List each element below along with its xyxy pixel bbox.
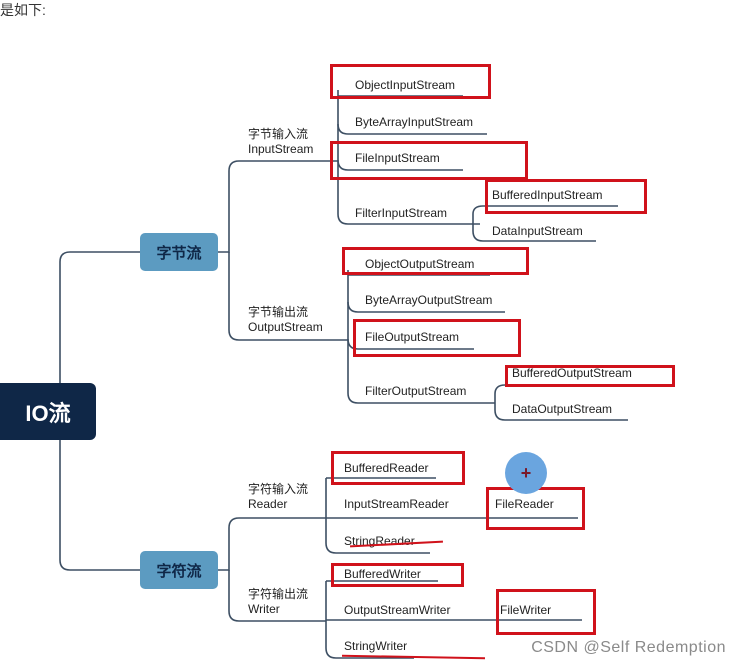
highlight-object-input-stream bbox=[330, 64, 491, 99]
leaf-buffered-writer[interactable]: BufferedWriter bbox=[344, 567, 421, 581]
connector-root-byte bbox=[59, 251, 140, 383]
highlight-object-output-stream bbox=[342, 247, 529, 275]
plus-icon: + bbox=[520, 462, 532, 483]
leaf-string-writer[interactable]: StringWriter bbox=[344, 639, 408, 653]
highlight-buffered-writer bbox=[331, 563, 464, 587]
connector-reader-spine bbox=[325, 478, 430, 554]
leaf-file-writer[interactable]: FileWriter bbox=[500, 603, 552, 617]
highlight-buffered-output-stream bbox=[505, 365, 675, 387]
leaf-object-output-stream[interactable]: ObjectOutputStream bbox=[365, 257, 475, 271]
connector-char-reader bbox=[218, 517, 326, 571]
byte-output-stream-node[interactable]: 字节输出流 OutputStream bbox=[248, 305, 323, 335]
char-reader-cn-label: 字符输入流 bbox=[248, 482, 309, 496]
leaf-byte-array-output-stream[interactable]: ByteArrayOutputStream bbox=[365, 293, 493, 307]
leaf-filter-input-stream[interactable]: FilterInputStream bbox=[355, 206, 448, 220]
highlight-file-reader bbox=[486, 487, 585, 530]
connector-filter-output-children bbox=[494, 403, 628, 421]
connector-root-char bbox=[59, 440, 140, 571]
byte-output-cn-label: 字节输出流 bbox=[248, 305, 309, 319]
highlight-buffered-input-stream bbox=[485, 179, 647, 214]
char-writer-node[interactable]: 字符输出流 Writer bbox=[248, 587, 308, 617]
char-writer-en-label: Writer bbox=[248, 602, 280, 616]
byte-input-cn-label: 字节输入流 bbox=[248, 127, 309, 141]
byte-output-en-label: OutputStream bbox=[248, 320, 323, 334]
char-stream-label: 字符流 bbox=[156, 562, 202, 580]
leaf-output-stream-writer[interactable]: OutputStreamWriter bbox=[344, 603, 451, 617]
char-reader-node[interactable]: 字符输入流 Reader bbox=[248, 482, 308, 512]
leaf-filter-output-stream[interactable]: FilterOutputStream bbox=[365, 384, 467, 398]
highlight-file-output-stream bbox=[353, 319, 521, 357]
leaf-buffered-input-stream[interactable]: BufferedInputStream bbox=[492, 188, 603, 202]
connector-byte-output bbox=[228, 252, 348, 341]
connector-char-writer bbox=[228, 570, 326, 622]
leaf-byte-array-input-stream[interactable]: ByteArrayInputStream bbox=[355, 115, 474, 129]
leaf-buffered-output-stream[interactable]: BufferedOutputStream bbox=[512, 366, 632, 380]
leaf-data-input-stream[interactable]: DataInputStream bbox=[492, 224, 583, 238]
leaf-buffered-reader[interactable]: BufferedReader bbox=[344, 461, 429, 475]
char-writer-cn-label: 字符输出流 bbox=[248, 587, 309, 601]
highlight-file-writer bbox=[496, 589, 596, 635]
connector-input-spine bbox=[337, 90, 480, 225]
leaf-data-output-stream[interactable]: DataOutputStream bbox=[512, 402, 613, 416]
connector-writer-spine bbox=[325, 581, 414, 659]
connector-filter-input-children bbox=[472, 224, 596, 242]
byte-input-stream-node[interactable]: 字节输入流 InputStream bbox=[248, 127, 313, 157]
byte-input-en-label: InputStream bbox=[248, 142, 314, 156]
intro-text: 是如下: bbox=[0, 2, 46, 18]
add-node-button[interactable]: + bbox=[505, 452, 547, 494]
connector-output-spine bbox=[347, 270, 495, 404]
leaf-input-stream-reader[interactable]: InputStreamReader bbox=[344, 497, 449, 511]
byte-stream-node[interactable]: 字节流 bbox=[140, 233, 218, 271]
connector-byte-input bbox=[218, 160, 338, 253]
byte-stream-label: 字节流 bbox=[156, 244, 202, 262]
char-stream-node[interactable]: 字符流 bbox=[140, 551, 218, 589]
highlight-buffered-reader bbox=[331, 451, 465, 485]
root-io-stream-node[interactable]: IO流 bbox=[0, 383, 96, 440]
highlight-file-input-stream bbox=[330, 141, 528, 180]
leaf-file-output-stream[interactable]: FileOutputStream bbox=[365, 330, 460, 344]
leaf-file-input-stream[interactable]: FileInputStream bbox=[355, 151, 440, 165]
leaf-file-reader[interactable]: FileReader bbox=[495, 497, 554, 511]
csdn-watermark: CSDN @Self Redemption bbox=[531, 639, 726, 656]
char-reader-en-label: Reader bbox=[248, 497, 288, 511]
root-label: IO流 bbox=[25, 400, 71, 426]
leaf-object-input-stream[interactable]: ObjectInputStream bbox=[355, 78, 456, 92]
